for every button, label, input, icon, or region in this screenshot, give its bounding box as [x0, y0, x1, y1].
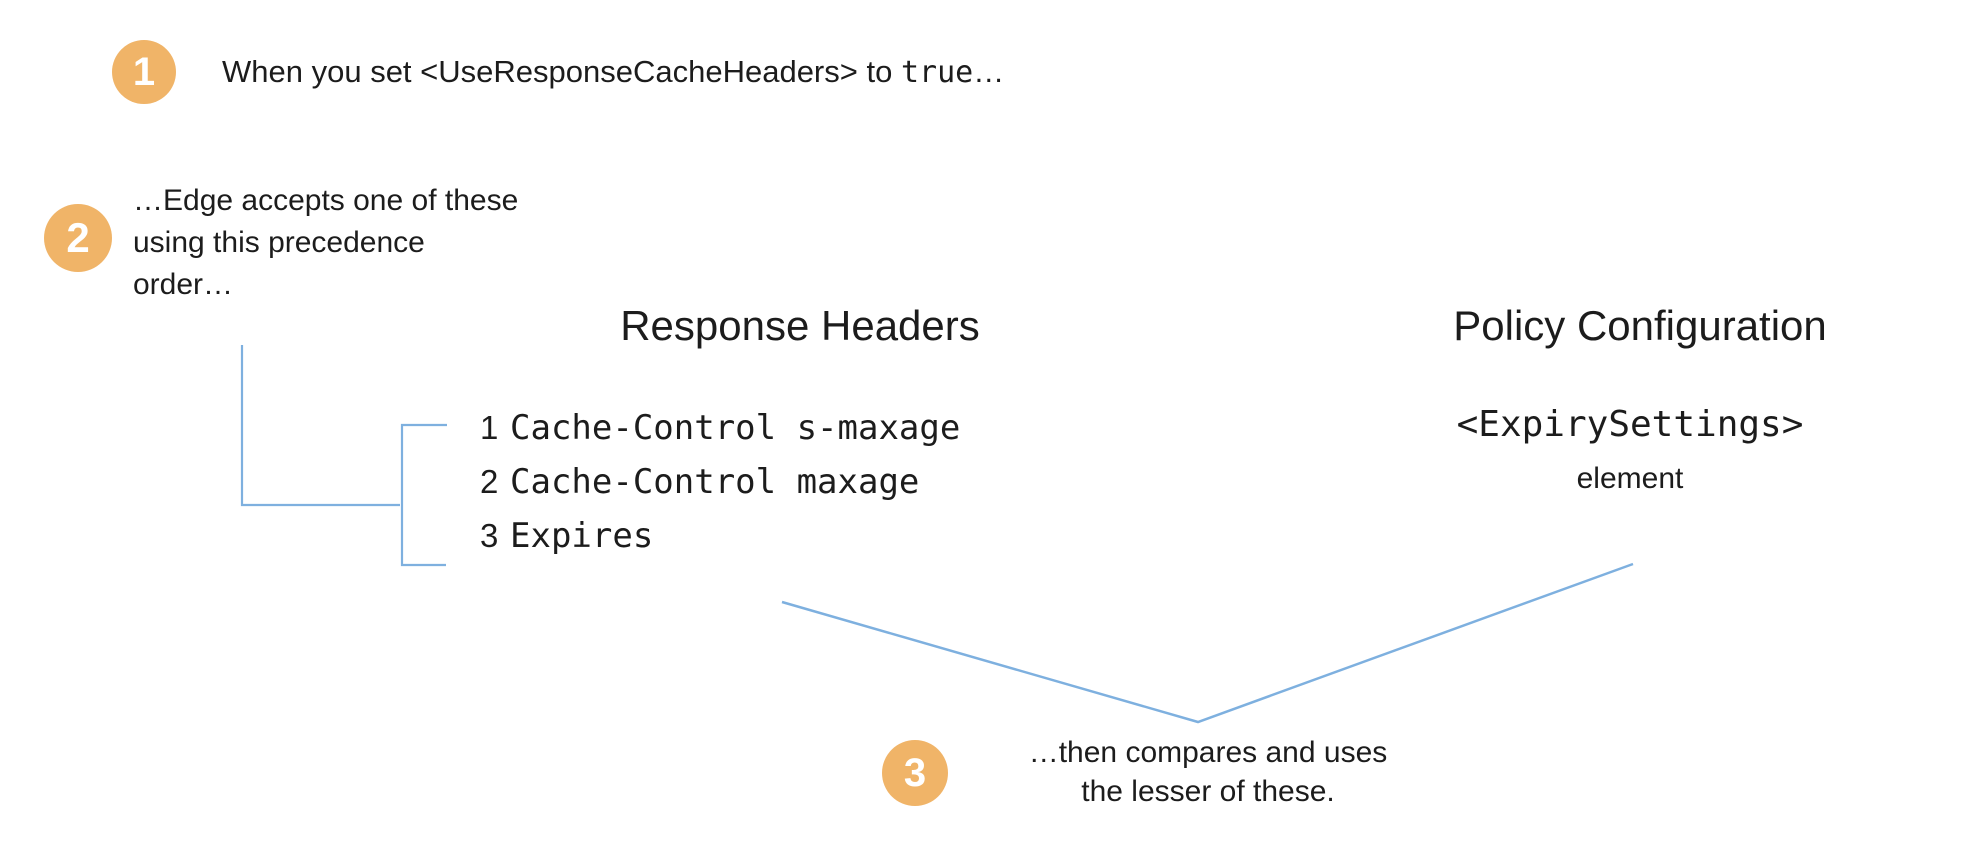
list-item-value: Cache-Control s-maxage [510, 408, 961, 448]
response-headers-list: 1 Cache-Control s-maxage 2 Cache-Control… [480, 408, 1100, 570]
compare-v-connector [781, 562, 1634, 724]
list-item: 3 Expires [480, 516, 1100, 570]
step-1-number: 1 [132, 49, 156, 94]
step-3-line: …then compares and uses [1028, 736, 1388, 769]
precedence-elbow-connector [240, 345, 400, 507]
step-2-text: …Edge accepts one of these using this pr… [133, 180, 593, 306]
step-2-badge: 2 [44, 204, 112, 272]
expiry-settings-code: <ExpirySettings> [1456, 404, 1804, 445]
list-bracket-connector [400, 423, 447, 567]
step-3-text: …then compares and uses the lesser of th… [958, 733, 1458, 811]
step-3-line: the lesser of these. [1081, 775, 1335, 808]
step-1-text: When you set <UseResponseCacheHeaders> t… [222, 40, 1004, 104]
policy-configuration-title: Policy Configuration [1453, 302, 1827, 349]
step-1-code: true [900, 54, 974, 90]
step-1-badge: 1 [112, 40, 176, 104]
step-1-text-after: … [973, 54, 1005, 89]
list-item-value: Expires [510, 516, 654, 556]
step-3-number: 3 [903, 750, 927, 795]
step-2-line: order… [133, 268, 234, 301]
step-2-number: 2 [66, 214, 90, 261]
list-item-value: Cache-Control maxage [510, 462, 920, 502]
step-2-line: using this precedence [133, 226, 425, 259]
list-item: 2 Cache-Control maxage [480, 462, 1100, 516]
list-item: 1 Cache-Control s-maxage [480, 408, 1100, 462]
expiry-settings-label: element [1576, 462, 1684, 495]
list-item-rank: 3 [480, 517, 499, 554]
step-1-text-before: When you set <UseResponseCacheHeaders> t… [222, 54, 901, 89]
list-item-rank: 2 [480, 463, 499, 500]
step-2-line: …Edge accepts one of these [133, 184, 519, 217]
step-3-badge: 3 [882, 740, 948, 806]
list-item-rank: 1 [480, 409, 499, 446]
response-headers-title: Response Headers [620, 302, 980, 349]
